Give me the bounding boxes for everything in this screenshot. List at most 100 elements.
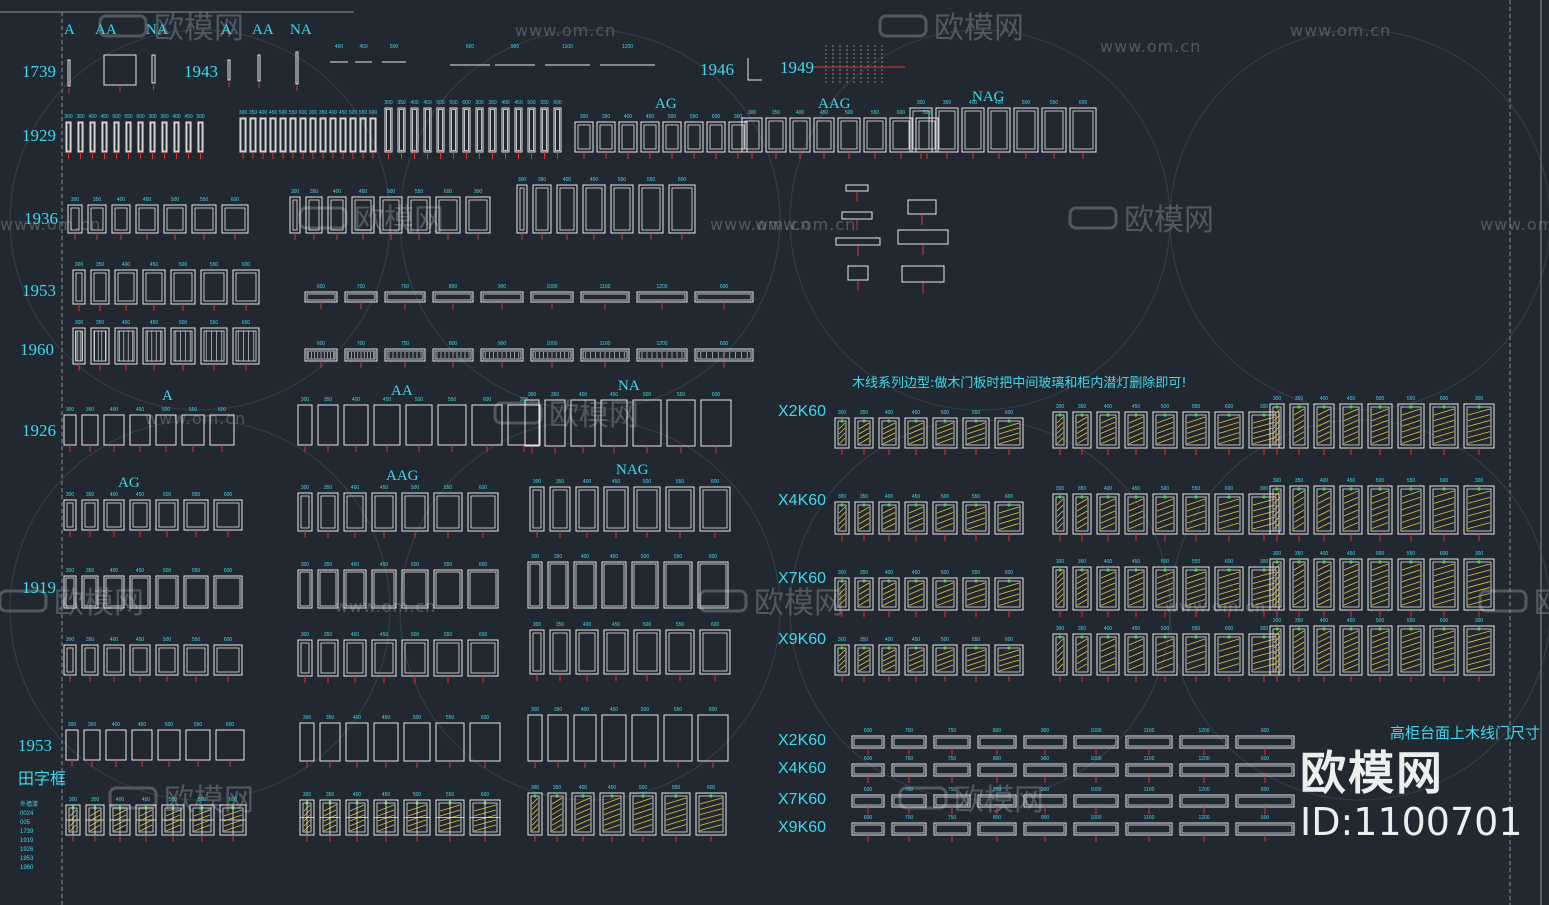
dimension-value: 400 (117, 197, 126, 203)
hatch-line (1273, 575, 1281, 582)
glass-hatch (1100, 635, 1116, 671)
glass-hatch (1401, 627, 1421, 671)
hatch-line (858, 664, 870, 672)
dimension-value: 550 (192, 492, 201, 498)
watermark-url: www.om.cn (1290, 21, 1391, 40)
hatch-line (1371, 563, 1389, 571)
dimension-value: 450 (380, 562, 389, 568)
hatch-line (858, 588, 870, 595)
dimension-value: 300 (533, 622, 542, 628)
door-panel-inner (83, 577, 97, 607)
dimension-value: 350 (326, 792, 335, 798)
dimension-value: 550 (972, 637, 981, 643)
dimension-value: 700 (905, 787, 914, 793)
dimension-value: 600 (1005, 570, 1014, 576)
door-panel (932, 577, 958, 611)
door-panel (633, 486, 661, 532)
hatch-line (936, 432, 954, 440)
dimension-value: 350 (86, 568, 95, 574)
dimension-value: 500 (171, 197, 180, 203)
hatch-line (908, 599, 924, 606)
hatch-line (998, 432, 1020, 440)
door-panel (185, 729, 211, 761)
watermark-logo: 欧模网 (878, 11, 1024, 46)
door-panel (601, 714, 627, 762)
dimension-value: 600 (466, 44, 475, 50)
door-panel-inner (425, 109, 430, 151)
hatch-line (1433, 664, 1455, 671)
lamp-marker (1262, 495, 1266, 499)
glass-hatch (1371, 560, 1389, 606)
dimension-value: 600 (224, 637, 233, 643)
door-panel-inner (893, 824, 925, 834)
dimension-value: 550 (446, 715, 455, 721)
lamp-marker (1322, 405, 1326, 409)
hatch-line (1156, 427, 1174, 434)
hatch-line (1401, 641, 1421, 649)
dimension-value: 500 (163, 637, 172, 643)
hatch-line (998, 593, 1020, 601)
door-panel-inner (559, 187, 575, 231)
door-panel (213, 575, 243, 609)
door-panel (699, 486, 731, 532)
hatch-line (1317, 431, 1331, 439)
dimension-value: 600 (369, 110, 378, 116)
glass-hatch (1056, 413, 1064, 445)
hatch-line (1186, 416, 1206, 424)
door-panel (1367, 485, 1393, 535)
hatch-line (1076, 416, 1088, 424)
hatch-line (1467, 652, 1491, 660)
dimension-value: 400 (969, 100, 978, 106)
hatch-line (1100, 498, 1116, 506)
dimension-value: 450 (138, 722, 147, 728)
dimension-value: 450 (100, 114, 109, 120)
hatch-line (633, 802, 653, 810)
dimension-value: 600 (711, 479, 720, 485)
door-panel-inner (613, 187, 631, 231)
door-panel-inner (687, 124, 701, 150)
hatch-line (1252, 432, 1276, 439)
door-panel-inner (1342, 488, 1360, 532)
door-panel (475, 107, 484, 153)
dimension-value: 1200 (1198, 815, 1209, 821)
door-panel (183, 499, 209, 531)
lamp-marker (641, 794, 645, 798)
dimension-value: 400 (352, 397, 361, 403)
dimension-value: 600 (553, 100, 562, 106)
glass-hatch (1128, 635, 1144, 671)
dimension-value: 600 (226, 722, 235, 728)
hatch-line (966, 523, 986, 530)
dimension-value: 450 (912, 570, 921, 576)
hatch-line (882, 664, 896, 672)
dimension-value: 450 (359, 44, 368, 50)
dimension-value: 450 (610, 707, 619, 713)
dimension-value: 300 (748, 110, 757, 116)
glass-hatch (1273, 487, 1281, 529)
door-panel (699, 629, 731, 675)
hatch-line (1401, 496, 1421, 504)
hatch-line (1293, 636, 1305, 643)
lamp-marker (1227, 495, 1231, 499)
watermark-text: 欧模网 (154, 11, 244, 46)
door-panel (1041, 107, 1067, 153)
door-panel-inner (270, 118, 276, 152)
hatch-line (1076, 498, 1088, 506)
door-panel-inner (668, 632, 692, 672)
dimension-value: 900 (1041, 728, 1050, 734)
door-panel-inner (434, 293, 472, 301)
glass-hatch (882, 646, 896, 672)
overlay-brand: 欧模网 (1300, 746, 1444, 800)
dimension-value: 300 (838, 570, 847, 576)
dimension-value: 800 (449, 284, 458, 290)
hatch-line (665, 797, 687, 805)
door-panel-inner (964, 110, 982, 150)
hatch-line (1076, 522, 1088, 530)
door-panel (65, 729, 79, 761)
dimension-value: 450 (1347, 618, 1356, 624)
glass-hatch (1433, 487, 1455, 530)
door-panel-inner (1181, 796, 1227, 806)
hatch-line (966, 506, 986, 514)
door-panel (384, 107, 393, 153)
